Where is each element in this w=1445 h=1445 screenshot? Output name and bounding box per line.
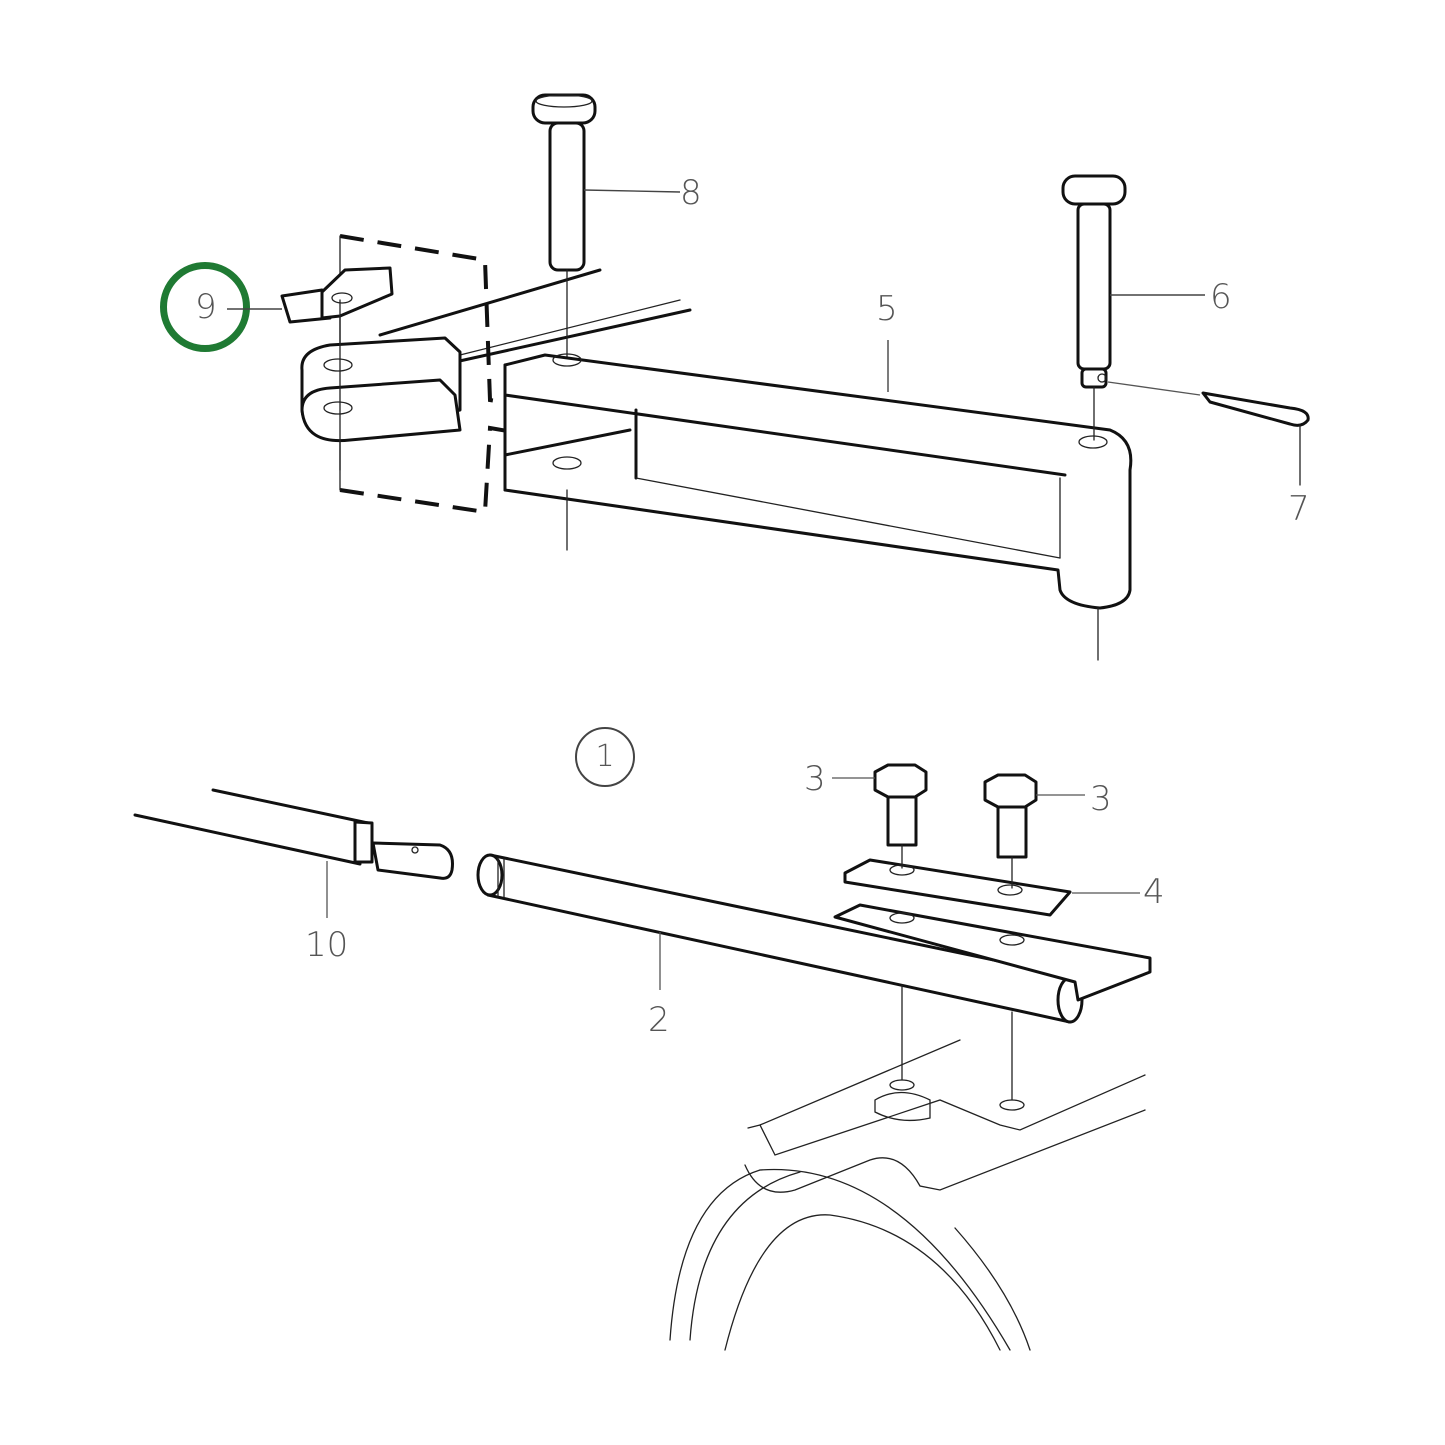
housing bbox=[669, 1039, 1146, 1351]
highlight-circle-part-9[interactable] bbox=[160, 262, 250, 352]
label-part-3-right: 3 bbox=[1090, 779, 1112, 819]
part-2-tube[interactable] bbox=[476, 853, 1152, 1101]
label-part-9: 9 bbox=[195, 287, 217, 327]
part-10-control-rod[interactable] bbox=[133, 788, 454, 918]
label-part-8: 8 bbox=[680, 173, 702, 213]
label-part-10: 10 bbox=[305, 925, 349, 965]
view-marker-label: 1 bbox=[595, 739, 615, 774]
part-6-pin[interactable] bbox=[1061, 174, 1127, 441]
label-part-4: 4 bbox=[1143, 872, 1165, 912]
background-rod-lines bbox=[378, 268, 692, 364]
clevis bbox=[300, 299, 462, 471]
part-4-clamp-plate[interactable] bbox=[843, 858, 1140, 917]
label-part-3-left: 3 bbox=[804, 759, 826, 799]
view-marker: 1 bbox=[575, 727, 635, 787]
label-part-6: 6 bbox=[1210, 277, 1232, 317]
label-part-7: 7 bbox=[1288, 489, 1310, 529]
part-8-pin[interactable] bbox=[531, 93, 597, 361]
part-3-bolt-right[interactable] bbox=[983, 773, 1085, 889]
label-part-5: 5 bbox=[876, 289, 898, 329]
part-5-lever-arm[interactable] bbox=[503, 353, 1133, 661]
part-3-bolt-left[interactable] bbox=[832, 763, 928, 869]
label-part-2: 2 bbox=[648, 1000, 670, 1040]
part-7-cotter-pin[interactable] bbox=[1107, 381, 1310, 486]
